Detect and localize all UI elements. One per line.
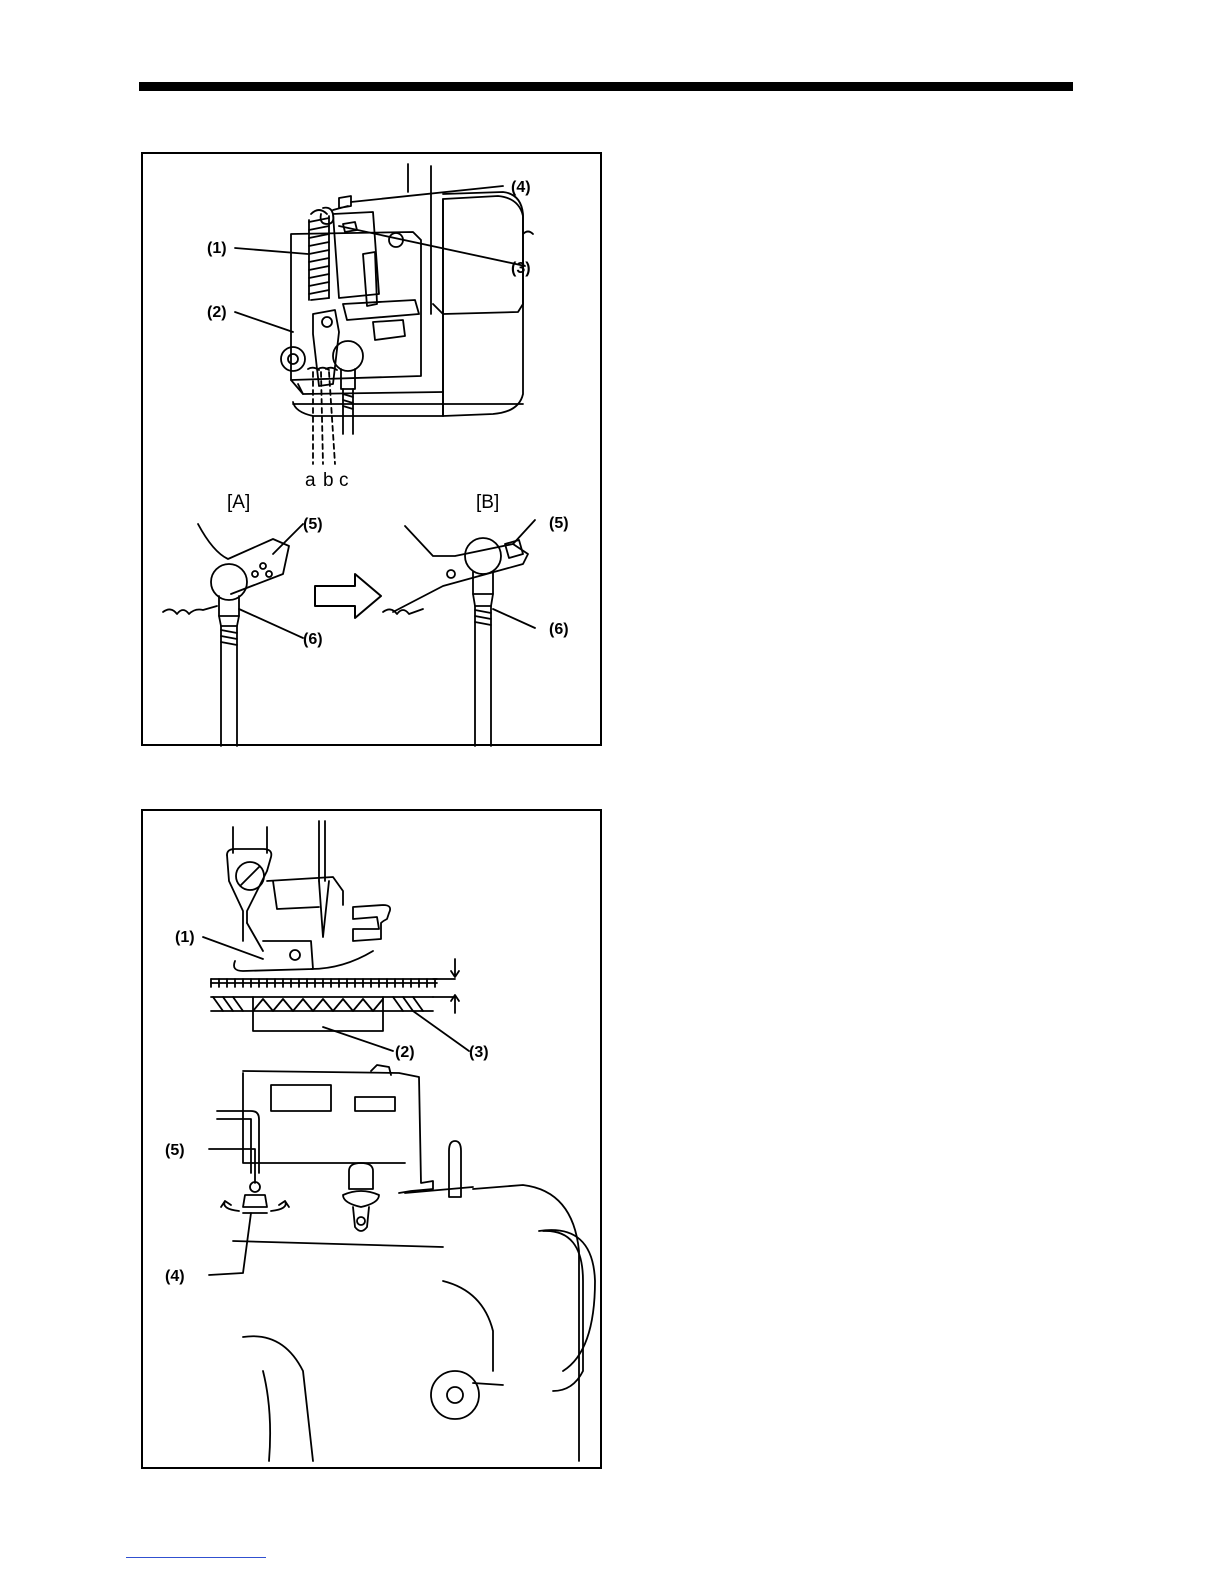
position-c-label: c xyxy=(339,470,349,491)
callout-1: (1) xyxy=(207,240,227,257)
header-rule xyxy=(139,82,1073,91)
position-a-label: a xyxy=(305,470,316,491)
callout-2: (2) xyxy=(395,1044,415,1061)
feed-dog-height-illustration: (1) (2) (3) (5) (4) xyxy=(143,811,604,1471)
machine-arm-outline xyxy=(408,164,523,314)
machine-face-plate xyxy=(443,196,523,416)
callout-3: (3) xyxy=(469,1044,489,1061)
position-b-label: b xyxy=(323,470,334,491)
ball-joint xyxy=(333,341,363,371)
callout-5-view-a: (5) xyxy=(303,516,323,533)
view-a-ball xyxy=(211,564,247,600)
pivot-bushing xyxy=(281,347,305,371)
rotate-arrow-right xyxy=(271,1201,289,1211)
feed-dog xyxy=(253,997,383,1031)
adjust-screw xyxy=(333,196,351,210)
callout-4: (4) xyxy=(511,179,531,196)
callout-5-view-b: (5) xyxy=(549,515,569,532)
handwheel xyxy=(539,1230,595,1371)
arrow-a-to-b xyxy=(315,574,381,618)
rotate-arrow-left xyxy=(221,1201,239,1211)
figure-presser-lifter: (1) (2) (3) (4) a b c [A] [B] (5) (6) (5… xyxy=(141,152,602,746)
callout-6-view-a: (6) xyxy=(303,631,323,648)
bobbin-winder xyxy=(431,1371,479,1419)
callout-1: (1) xyxy=(175,929,195,946)
view-b-ball xyxy=(465,538,501,574)
callout-2: (2) xyxy=(207,304,227,321)
presser-bar xyxy=(233,821,325,881)
figure-feed-dog-height: (1) (2) (3) (5) (4) xyxy=(141,809,602,1469)
presser-foot xyxy=(234,941,313,971)
thread-tension-knob xyxy=(349,1163,373,1189)
presser-lifter-illustration: (1) (2) (3) (4) a b c [A] [B] (5) (6) (5… xyxy=(143,154,604,748)
machine-head-outline xyxy=(473,1185,579,1461)
callout-3: (3) xyxy=(511,260,531,277)
callout-4: (4) xyxy=(165,1268,185,1285)
footer-link-underline[interactable] xyxy=(126,1557,266,1558)
callout-6-view-b: (6) xyxy=(549,621,569,638)
view-b-label: [B] xyxy=(476,492,499,513)
callout-5: (5) xyxy=(165,1142,185,1159)
view-a-label: [A] xyxy=(227,492,250,513)
view-b-link xyxy=(393,526,528,612)
